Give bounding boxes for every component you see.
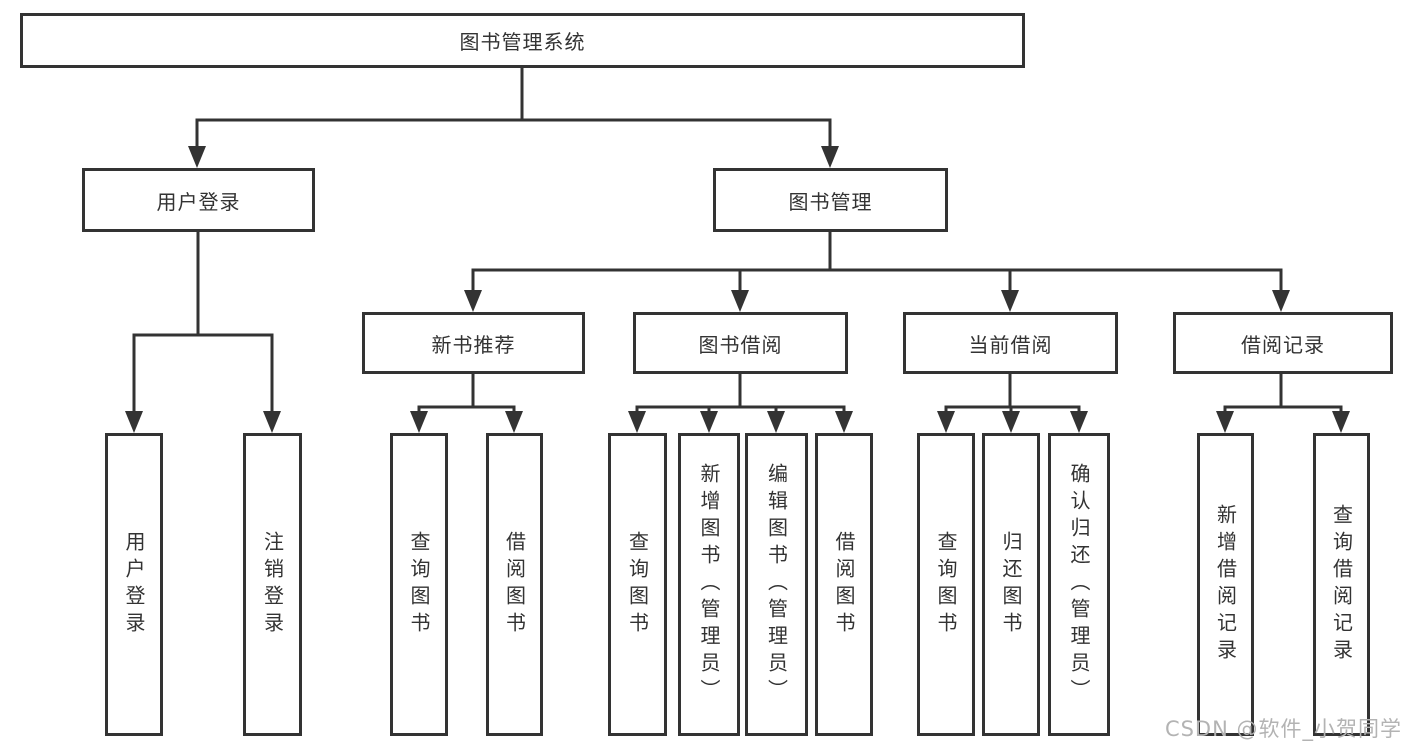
node-book-management: 图书管理 — [713, 168, 948, 232]
arrow-down-icon — [410, 411, 428, 433]
leaf-edit-book-admin: 编辑图书（管理员） — [745, 433, 808, 736]
leaf-query-borrow-record: 查询借阅记录 — [1313, 433, 1370, 736]
node-label: 确认归还（管理员） — [1067, 463, 1091, 706]
node-label: 用户登录 — [156, 189, 241, 214]
node-label: 图书管理 — [788, 189, 873, 214]
arrow-down-icon — [731, 290, 749, 312]
node-borrow-records: 借阅记录 — [1173, 312, 1393, 374]
node-label: 借阅图书 — [832, 530, 856, 639]
arrow-down-icon — [1001, 290, 1019, 312]
leaf-add-book-admin: 新增图书（管理员） — [678, 433, 740, 736]
arrow-down-icon — [1272, 290, 1290, 312]
node-label: 当前借阅 — [968, 332, 1053, 357]
arrow-down-icon — [937, 411, 955, 433]
arrow-down-icon — [1216, 411, 1234, 433]
node-current-borrowing: 当前借阅 — [903, 312, 1118, 374]
node-label: 图书借阅 — [698, 332, 783, 357]
arrow-down-icon — [505, 411, 523, 433]
arrow-down-icon — [700, 411, 718, 433]
node-label: 新书推荐 — [431, 332, 516, 357]
leaf-logout: 注销登录 — [243, 433, 302, 736]
node-label: 借阅图书 — [502, 530, 527, 639]
csdn-watermark: CSDN @软件_小贺同学 — [1164, 717, 1402, 741]
node-label: 查询借阅记录 — [1329, 503, 1354, 666]
leaf-return-book: 归还图书 — [982, 433, 1040, 736]
leaf-borrow-book-recommend: 借阅图书 — [486, 433, 543, 736]
node-new-book-recommend: 新书推荐 — [362, 312, 585, 374]
leaf-query-book-current: 查询图书 — [917, 433, 975, 736]
node-label: 图书管理系统 — [459, 30, 586, 54]
arrow-down-icon — [835, 411, 853, 433]
arrow-down-icon — [263, 411, 281, 433]
arrow-down-icon — [767, 411, 785, 433]
node-label: 查询图书 — [625, 530, 650, 639]
leaf-borrow-book-borrowing: 借阅图书 — [815, 433, 873, 736]
node-user-login: 用户登录 — [82, 168, 315, 232]
node-label: 借阅记录 — [1241, 332, 1325, 357]
arrow-down-icon — [464, 290, 482, 312]
node-label: 查询图书 — [407, 530, 431, 639]
node-book-borrowing: 图书借阅 — [633, 312, 848, 374]
node-label: 查询图书 — [934, 530, 958, 639]
leaf-user-login: 用户登录 — [105, 433, 163, 736]
leaf-query-book-recommend: 查询图书 — [390, 433, 448, 736]
arrow-down-icon — [1070, 411, 1088, 433]
arrow-down-icon — [1002, 411, 1020, 433]
arrow-down-icon — [125, 411, 143, 433]
leaf-query-book-borrowing: 查询图书 — [608, 433, 667, 736]
node-label: 用户登录 — [122, 530, 146, 639]
leaf-confirm-return-admin: 确认归还（管理员） — [1048, 433, 1110, 736]
node-label: 编辑图书（管理员） — [764, 463, 789, 706]
arrow-down-icon — [188, 146, 206, 168]
node-label: 新增图书（管理员） — [697, 463, 721, 706]
node-label: 归还图书 — [999, 530, 1023, 639]
node-system-root: 图书管理系统 — [20, 13, 1025, 68]
leaf-add-borrow-record: 新增借阅记录 — [1197, 433, 1254, 736]
arrow-down-icon — [628, 411, 646, 433]
node-label: 新增借阅记录 — [1213, 503, 1238, 666]
arrow-down-icon — [821, 146, 839, 168]
node-label: 注销登录 — [260, 530, 285, 639]
arrow-down-icon — [1332, 411, 1350, 433]
